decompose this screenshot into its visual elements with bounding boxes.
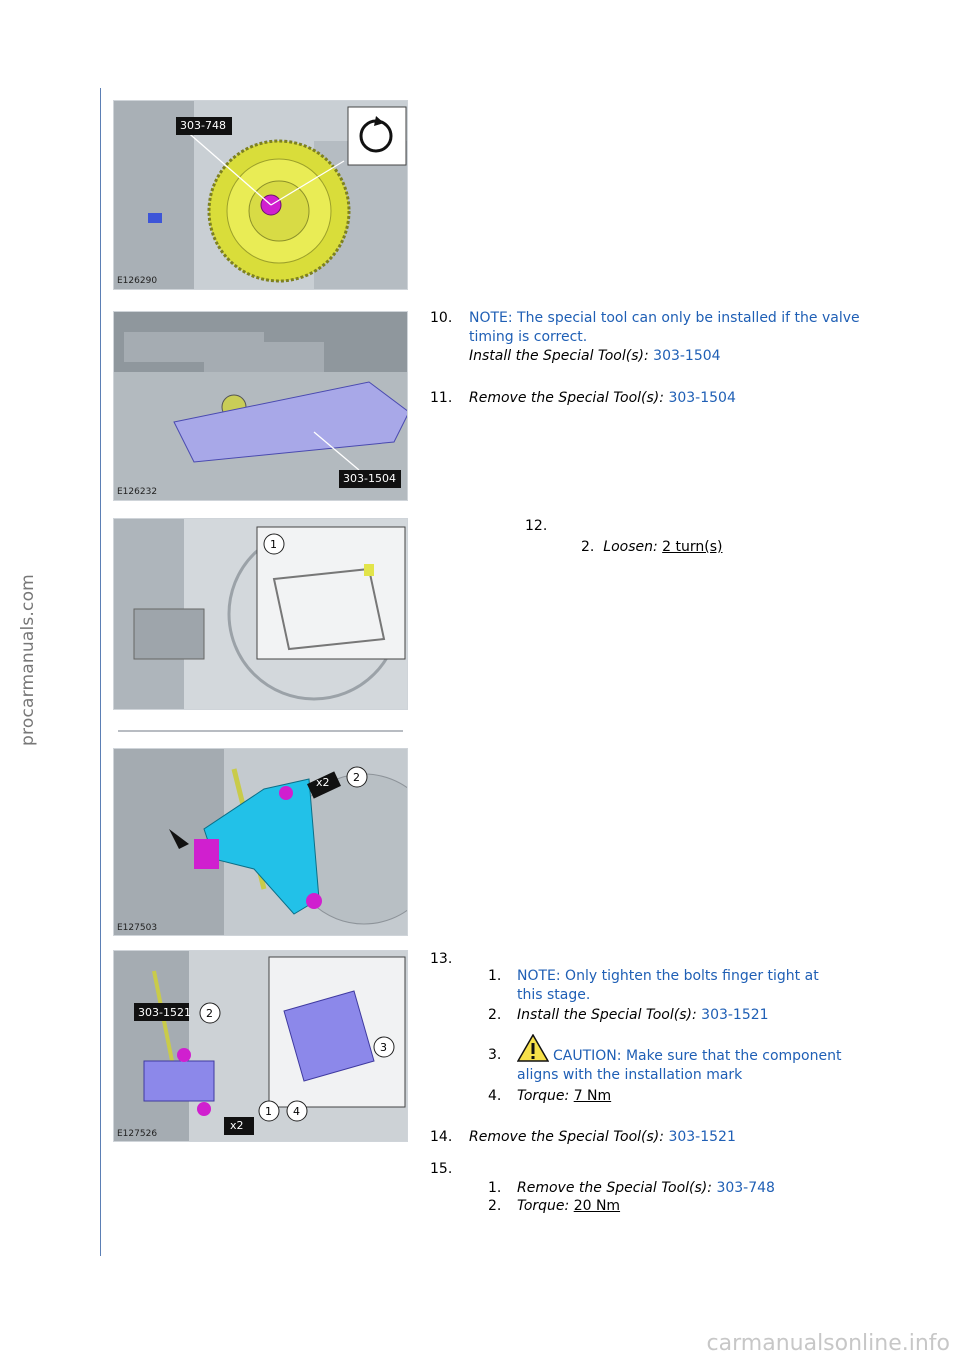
figure-install-1521: 303-1521 2 3 x2 1 4 E127526 [113, 950, 408, 1142]
step-12: 12. 2. Loosen: 2 turn(s) [525, 517, 875, 555]
step-note: NOTE: The special tool can only be insta… [469, 310, 860, 345]
spec-value[interactable]: 7 Nm [573, 1088, 612, 1104]
substep: 3. CAUTION: Make sure that the component… [488, 1034, 848, 1085]
step-14: 14. Remove the Special Tool(s): 303-1521 [430, 1128, 875, 1147]
substep-number: 3. [488, 1047, 502, 1063]
substep: 2. Install the Special Tool(s): 303-1521 [488, 1006, 848, 1025]
figure-separator [118, 730, 403, 732]
spec-value[interactable]: 20 Nm [573, 1198, 621, 1214]
substep: 1. Remove the Special Tool(s): 303-748 [488, 1179, 848, 1198]
figure-id: E126290 [117, 276, 158, 286]
callout-number: 2 [353, 771, 360, 784]
callout-multiplier: x2 [230, 1119, 244, 1132]
figure-id: E126232 [117, 487, 158, 497]
tool-number[interactable]: 303-1521 [701, 1007, 769, 1023]
substep: 4. Torque: 7 Nm [488, 1087, 848, 1106]
action-label: Remove the Special Tool(s): [469, 1129, 664, 1145]
substep-number: 2. [581, 539, 595, 555]
action-label: Install the Special Tool(s): [469, 348, 649, 364]
substep: 2. Torque: 20 Nm [488, 1197, 848, 1216]
step-number: 11. [430, 390, 453, 406]
footer-watermark: carmanualsonline.info [706, 1331, 950, 1356]
tool-number[interactable]: 303-748 [716, 1180, 775, 1196]
margin-rule [100, 88, 101, 1256]
tool-number[interactable]: 303-1521 [668, 1129, 736, 1145]
step-number: 13. [430, 951, 453, 967]
callout-number: 4 [293, 1105, 300, 1118]
tool-callout: 303-1504 [343, 472, 396, 485]
action-label: Torque: [517, 1088, 570, 1104]
tool-number[interactable]: 303-1504 [668, 390, 736, 406]
substep-number: 2. [488, 1198, 502, 1214]
substep: 1. NOTE: Only tighten the bolts finger t… [488, 967, 848, 1005]
substep-number: 4. [488, 1088, 502, 1104]
step-10: 10. NOTE: The special tool can only be i… [430, 309, 875, 366]
figure-id: E127526 [117, 1129, 158, 1139]
step-number: 14. [430, 1129, 453, 1145]
figure-crankshaft-pulley: 303-748 E126290 [113, 100, 408, 290]
side-watermark: procarmanuals.com [18, 574, 38, 746]
step-number: 10. [430, 310, 453, 326]
action-label: Loosen: [603, 539, 658, 555]
substep-number: 1. [488, 968, 502, 984]
action-label: Install the Special Tool(s): [517, 1007, 697, 1023]
spec-value[interactable]: 2 turn(s) [662, 539, 723, 555]
callout-number: 1 [270, 538, 277, 551]
substep: 2. Loosen: 2 turn(s) [581, 538, 722, 557]
tool-number[interactable]: 303-1504 [653, 348, 721, 364]
figure-tool-bracket: x2 2 E127503 [113, 748, 408, 936]
action-label: Torque: [517, 1198, 570, 1214]
step-number: 12. [525, 518, 548, 534]
tool-callout: 303-748 [180, 119, 226, 132]
figure-id: E127503 [117, 923, 158, 933]
caution-text: CAUTION: Make sure that the component al… [517, 1048, 842, 1083]
figure-camshaft-tool: 303-1504 E126232 [113, 311, 408, 501]
callout-multiplier: x2 [316, 776, 330, 789]
step-note: NOTE: Only tighten the bolts finger tigh… [517, 968, 819, 1003]
callout-number: 3 [380, 1041, 387, 1054]
action-label: Remove the Special Tool(s): [469, 390, 664, 406]
substep-number: 2. [488, 1007, 502, 1023]
callout-number: 1 [265, 1105, 272, 1118]
figure-loosen-bolt: 1 [113, 518, 408, 710]
action-label: Remove the Special Tool(s): [517, 1180, 712, 1196]
callout-number: 2 [206, 1007, 213, 1020]
tool-callout: 303-1521 [138, 1006, 191, 1019]
warning-icon [517, 1034, 549, 1062]
substep-number: 1. [488, 1180, 502, 1196]
step-11: 11. Remove the Special Tool(s): 303-1504 [430, 389, 875, 408]
step-number: 15. [430, 1161, 453, 1177]
